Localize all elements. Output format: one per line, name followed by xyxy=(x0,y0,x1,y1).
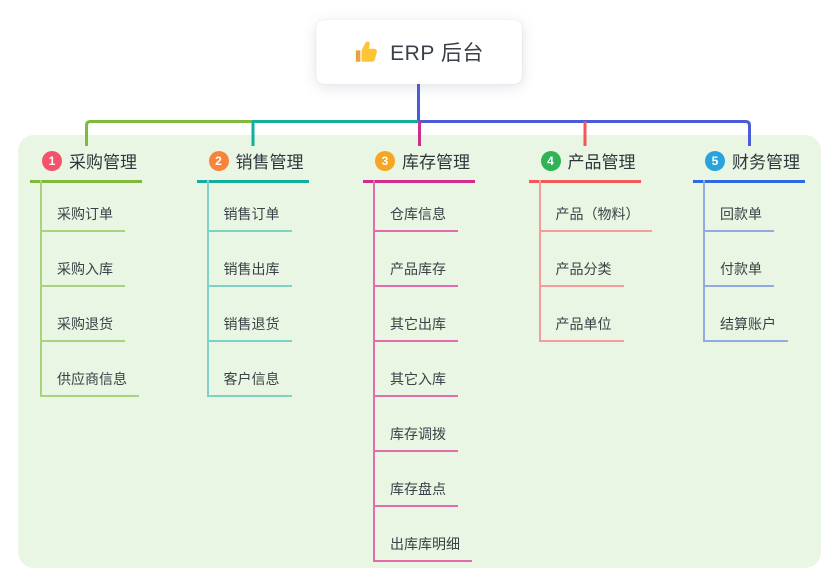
branch-topic-5[interactable]: 5 财务管理 xyxy=(693,148,805,183)
branches-group-panel xyxy=(18,135,821,568)
subtopic[interactable]: 其它出库 xyxy=(373,314,458,342)
branch-column-3: 3 库存管理仓库信息产品库存其它出库其它入库库存调拨库存盘点出库库明细 xyxy=(363,148,533,562)
branch-number-badge: 4 xyxy=(540,150,561,171)
branch-column-4: 4 产品管理产品（物料） 产品分类产品单位 xyxy=(528,148,699,342)
branch-number-badge: 2 xyxy=(208,150,229,171)
branch-spine-line xyxy=(40,180,42,396)
subtopic[interactable]: 产品库存 xyxy=(373,259,458,287)
subtopic[interactable]: 出库库明细 xyxy=(373,534,472,562)
branch-number-badge: 3 xyxy=(375,150,395,171)
branch-spine-line xyxy=(373,180,375,561)
root-topic-label: ERP 后台 xyxy=(390,42,484,65)
subtopic[interactable]: 产品分类 xyxy=(538,259,624,287)
branch-spine-line xyxy=(206,180,209,396)
subtopic[interactable]: 客户信息 xyxy=(206,369,292,397)
subtopic[interactable]: 仓库信息 xyxy=(373,204,458,232)
branch-spine-line xyxy=(538,180,541,341)
branch-topic-label: 库存管理 xyxy=(402,153,470,172)
subtopic[interactable]: 销售出库 xyxy=(206,259,292,287)
branch-topic-1[interactable]: 1 采购管理 xyxy=(30,148,142,183)
branch-number-badge: 5 xyxy=(705,150,725,171)
subtopic[interactable]: 产品（物料） xyxy=(538,204,652,232)
subtopic[interactable]: 采购订单 xyxy=(40,204,125,232)
subtopic[interactable]: 付款单 xyxy=(703,259,774,287)
root-topic[interactable]: ERP 后台 xyxy=(316,20,522,84)
subtopic[interactable]: 销售订单 xyxy=(206,204,292,232)
subtopic[interactable]: 库存调拨 xyxy=(373,424,458,452)
subtopic[interactable]: 供应商信息 xyxy=(40,369,139,397)
branch-topic-label: 产品管理 xyxy=(567,153,636,172)
branch-column-2: 2 销售管理销售订单销售出库销售退货客户信息 xyxy=(196,148,367,397)
branch-topic-label: 财务管理 xyxy=(732,153,800,172)
branch-topic-3[interactable]: 3 库存管理 xyxy=(363,148,475,183)
branch-column-5: 5 财务管理回款单付款单结算账户 xyxy=(693,148,839,342)
subtopic[interactable]: 回款单 xyxy=(703,204,774,232)
subtopic[interactable]: 销售退货 xyxy=(206,314,292,342)
subtopic[interactable]: 结算账户 xyxy=(703,314,788,342)
thumbs-up-icon xyxy=(355,41,377,62)
subtopic[interactable]: 采购退货 xyxy=(40,314,125,342)
branch-topic-label: 采购管理 xyxy=(69,153,137,172)
branch-column-1: 1 采购管理采购订单采购入库采购退货供应商信息 xyxy=(30,148,200,397)
subtopic[interactable]: 采购入库 xyxy=(40,259,125,287)
subtopic[interactable]: 产品单位 xyxy=(538,314,624,342)
branch-number-badge: 1 xyxy=(42,150,62,171)
branch-topic-4[interactable]: 4 产品管理 xyxy=(528,148,641,183)
subtopic[interactable]: 其它入库 xyxy=(373,369,458,397)
branch-topic-label: 销售管理 xyxy=(235,153,304,172)
branch-spine-line xyxy=(703,180,705,341)
branch-topic-2[interactable]: 2 销售管理 xyxy=(196,148,309,183)
subtopic[interactable]: 库存盘点 xyxy=(373,479,458,507)
